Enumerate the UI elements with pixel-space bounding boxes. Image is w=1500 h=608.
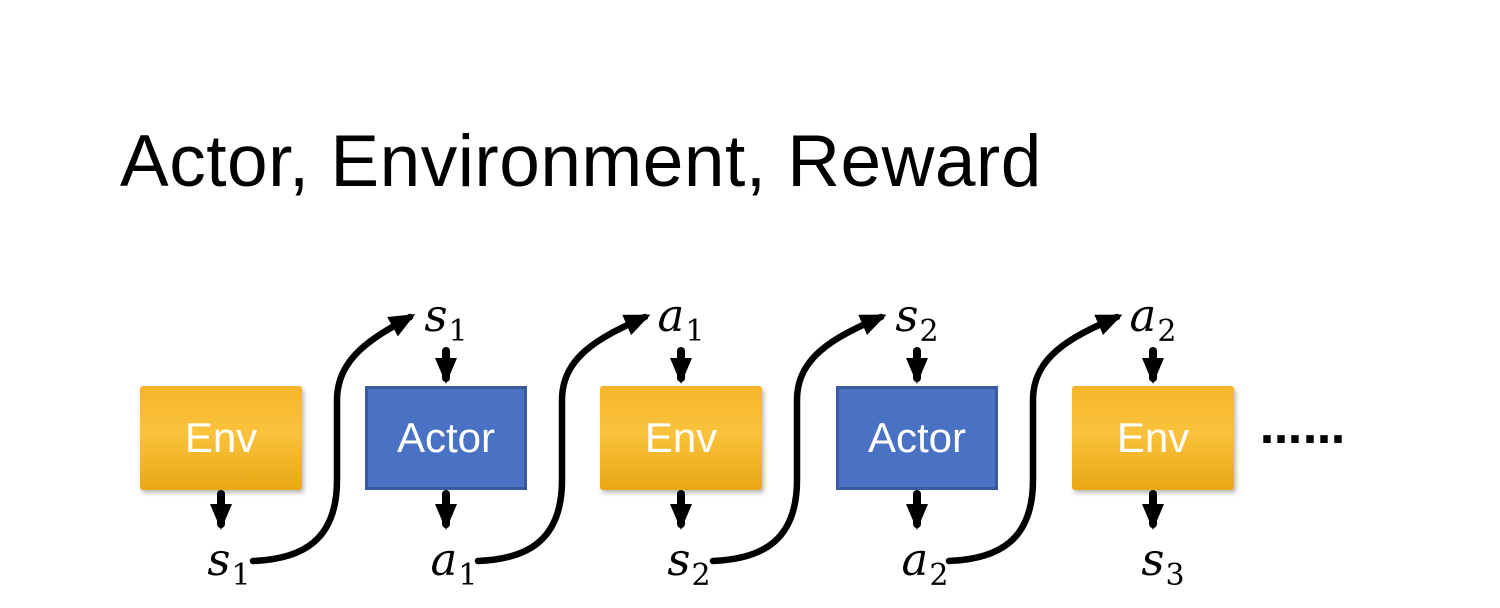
label-a2-top: a2 <box>1130 293 1177 349</box>
actor-box-1: Actor <box>365 386 527 490</box>
label-s1-bottom: s1 <box>207 537 251 593</box>
label-s1-top: s1 <box>424 293 468 349</box>
label-a1-top: a1 <box>658 293 705 349</box>
env-box-1-label: Env <box>184 414 258 461</box>
env-box-1: Env <box>140 386 302 490</box>
label-s1-top-sub: 1 <box>448 314 468 349</box>
label-a2-top-sub: 2 <box>1157 314 1177 349</box>
label-a2-bottom-sub: 2 <box>929 558 949 593</box>
label-a1-top-sub: 1 <box>685 314 705 349</box>
label-s2-bottom: s2 <box>667 537 711 593</box>
actor-box-1-label: Actor <box>396 414 496 461</box>
actor-box-2-label: Actor <box>867 414 967 461</box>
label-a1-top-base: a <box>657 289 685 342</box>
env-box-3-label: Env <box>1116 414 1190 461</box>
env-box-2: Env <box>600 386 762 490</box>
label-a1-bottom-base: a <box>430 533 458 586</box>
page-title: Actor, Environment, Reward <box>120 121 1042 202</box>
label-a1-bottom: a1 <box>431 537 478 593</box>
label-a1-bottom-sub: 1 <box>458 558 478 593</box>
env-box-3: Env <box>1072 386 1234 490</box>
actor-box-2: Actor <box>836 386 998 490</box>
env-box-2-label: Env <box>644 414 718 461</box>
label-s1-top-base: s <box>424 289 448 342</box>
label-s2-bottom-sub: 2 <box>691 558 711 593</box>
label-s3-bottom: s3 <box>1141 537 1185 593</box>
label-s2-top: s2 <box>895 293 939 349</box>
label-s2-bottom-base: s <box>667 533 691 586</box>
label-s1-bottom-sub: 1 <box>231 558 251 593</box>
label-s2-top-base: s <box>895 289 919 342</box>
label-s3-bottom-sub: 3 <box>1165 558 1185 593</box>
label-s2-top-sub: 2 <box>919 314 939 349</box>
continuation-ellipsis: …… <box>1260 404 1346 453</box>
label-a2-bottom: a2 <box>902 537 949 593</box>
label-s3-bottom-base: s <box>1141 533 1165 586</box>
label-a2-top-base: a <box>1129 289 1157 342</box>
label-s1-bottom-base: s <box>207 533 231 586</box>
label-a2-bottom-base: a <box>901 533 929 586</box>
